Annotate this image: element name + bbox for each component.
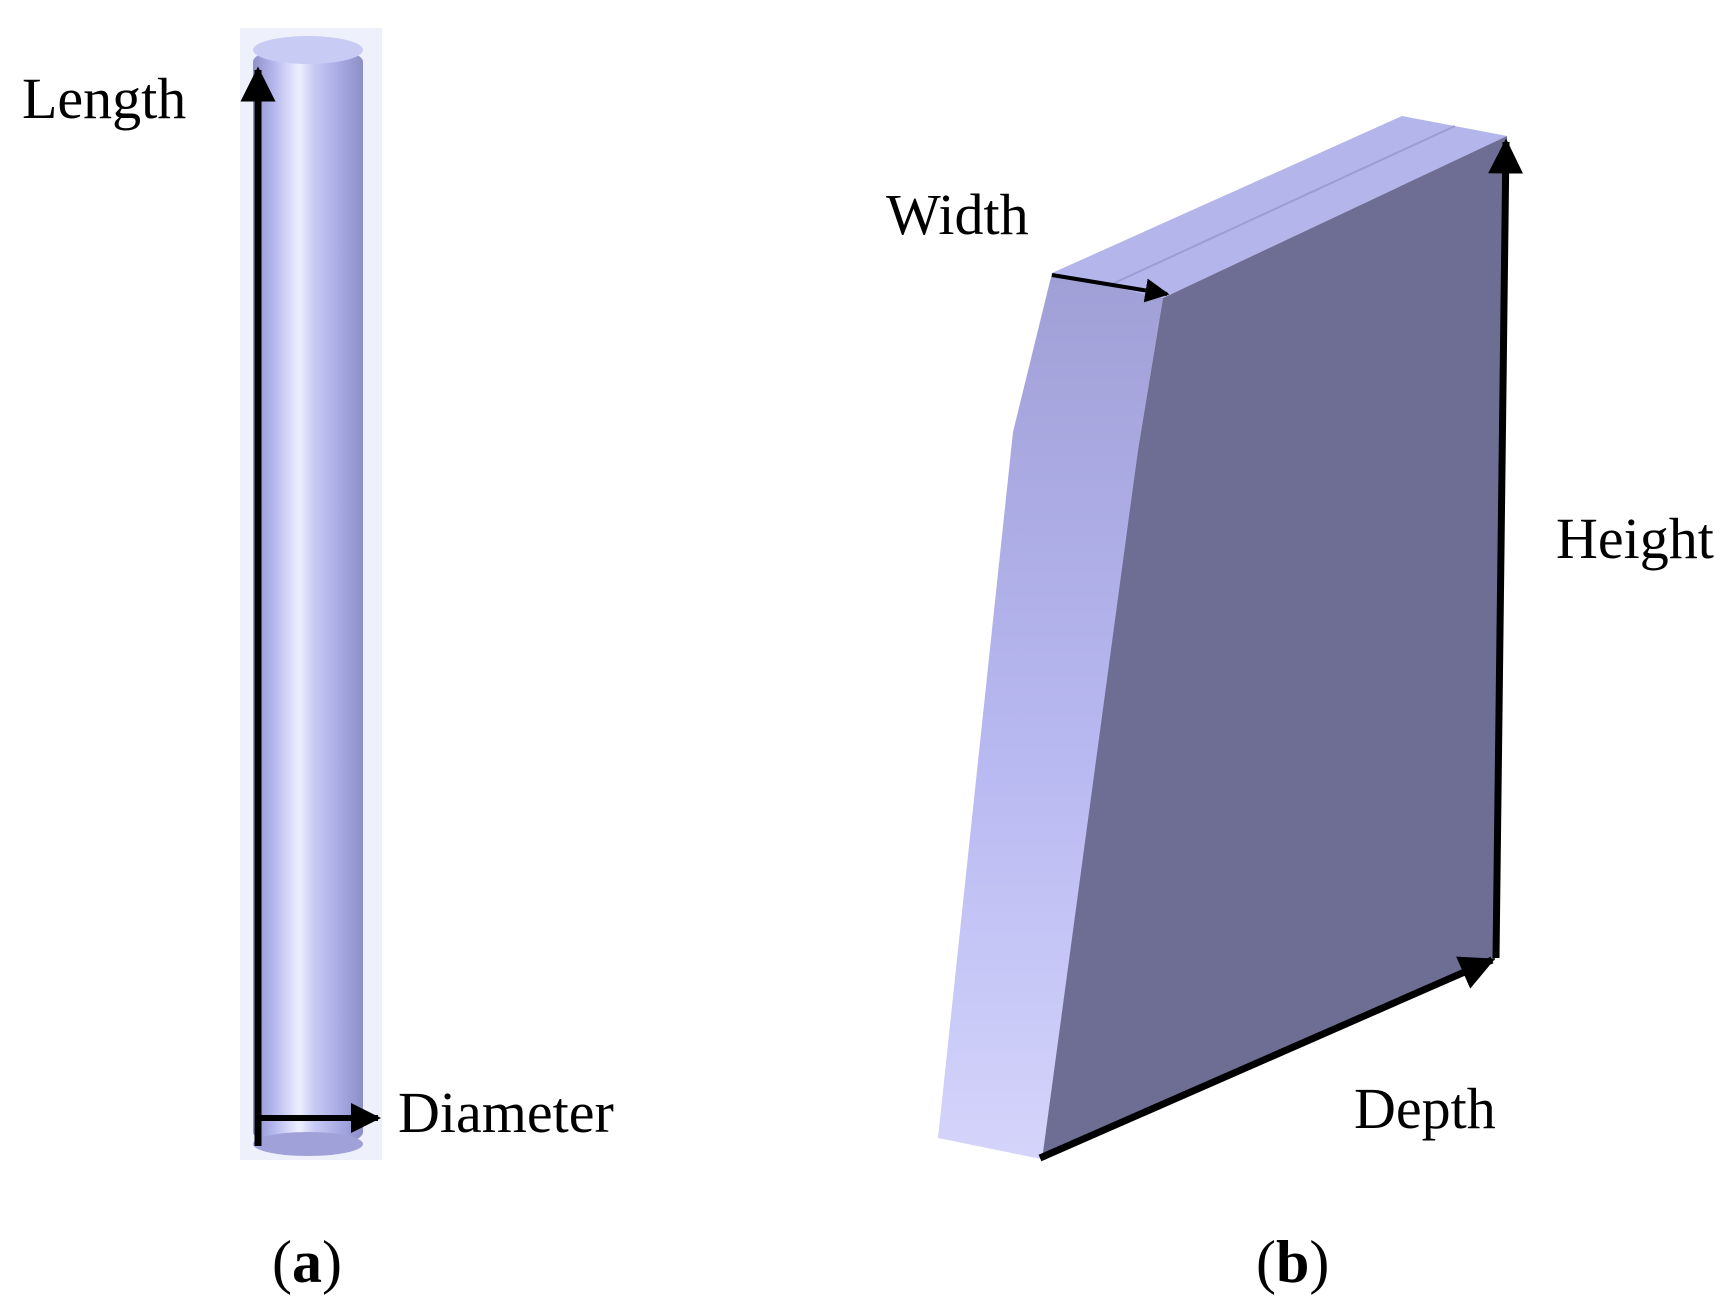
panel-a: Length Diameter (a) [22, 28, 614, 1295]
height-label: Height [1556, 506, 1714, 571]
panel-b: Width Height Depth (b) [886, 116, 1714, 1295]
plate-side-face [938, 273, 1163, 1160]
width-arrow [1051, 273, 1170, 303]
length-label: Length [22, 66, 186, 131]
height-arrow [1488, 138, 1524, 959]
caption-a: (a) [272, 1229, 342, 1295]
plate-top-edge-line [1109, 125, 1456, 286]
rod [253, 36, 363, 1156]
depth-arrow [1038, 956, 1496, 1162]
caption-b: (b) [1256, 1229, 1329, 1295]
plate-front-face [1042, 136, 1507, 1160]
depth-label: Depth [1354, 1076, 1496, 1141]
width-label: Width [886, 182, 1029, 247]
diameter-label: Diameter [398, 1080, 614, 1145]
